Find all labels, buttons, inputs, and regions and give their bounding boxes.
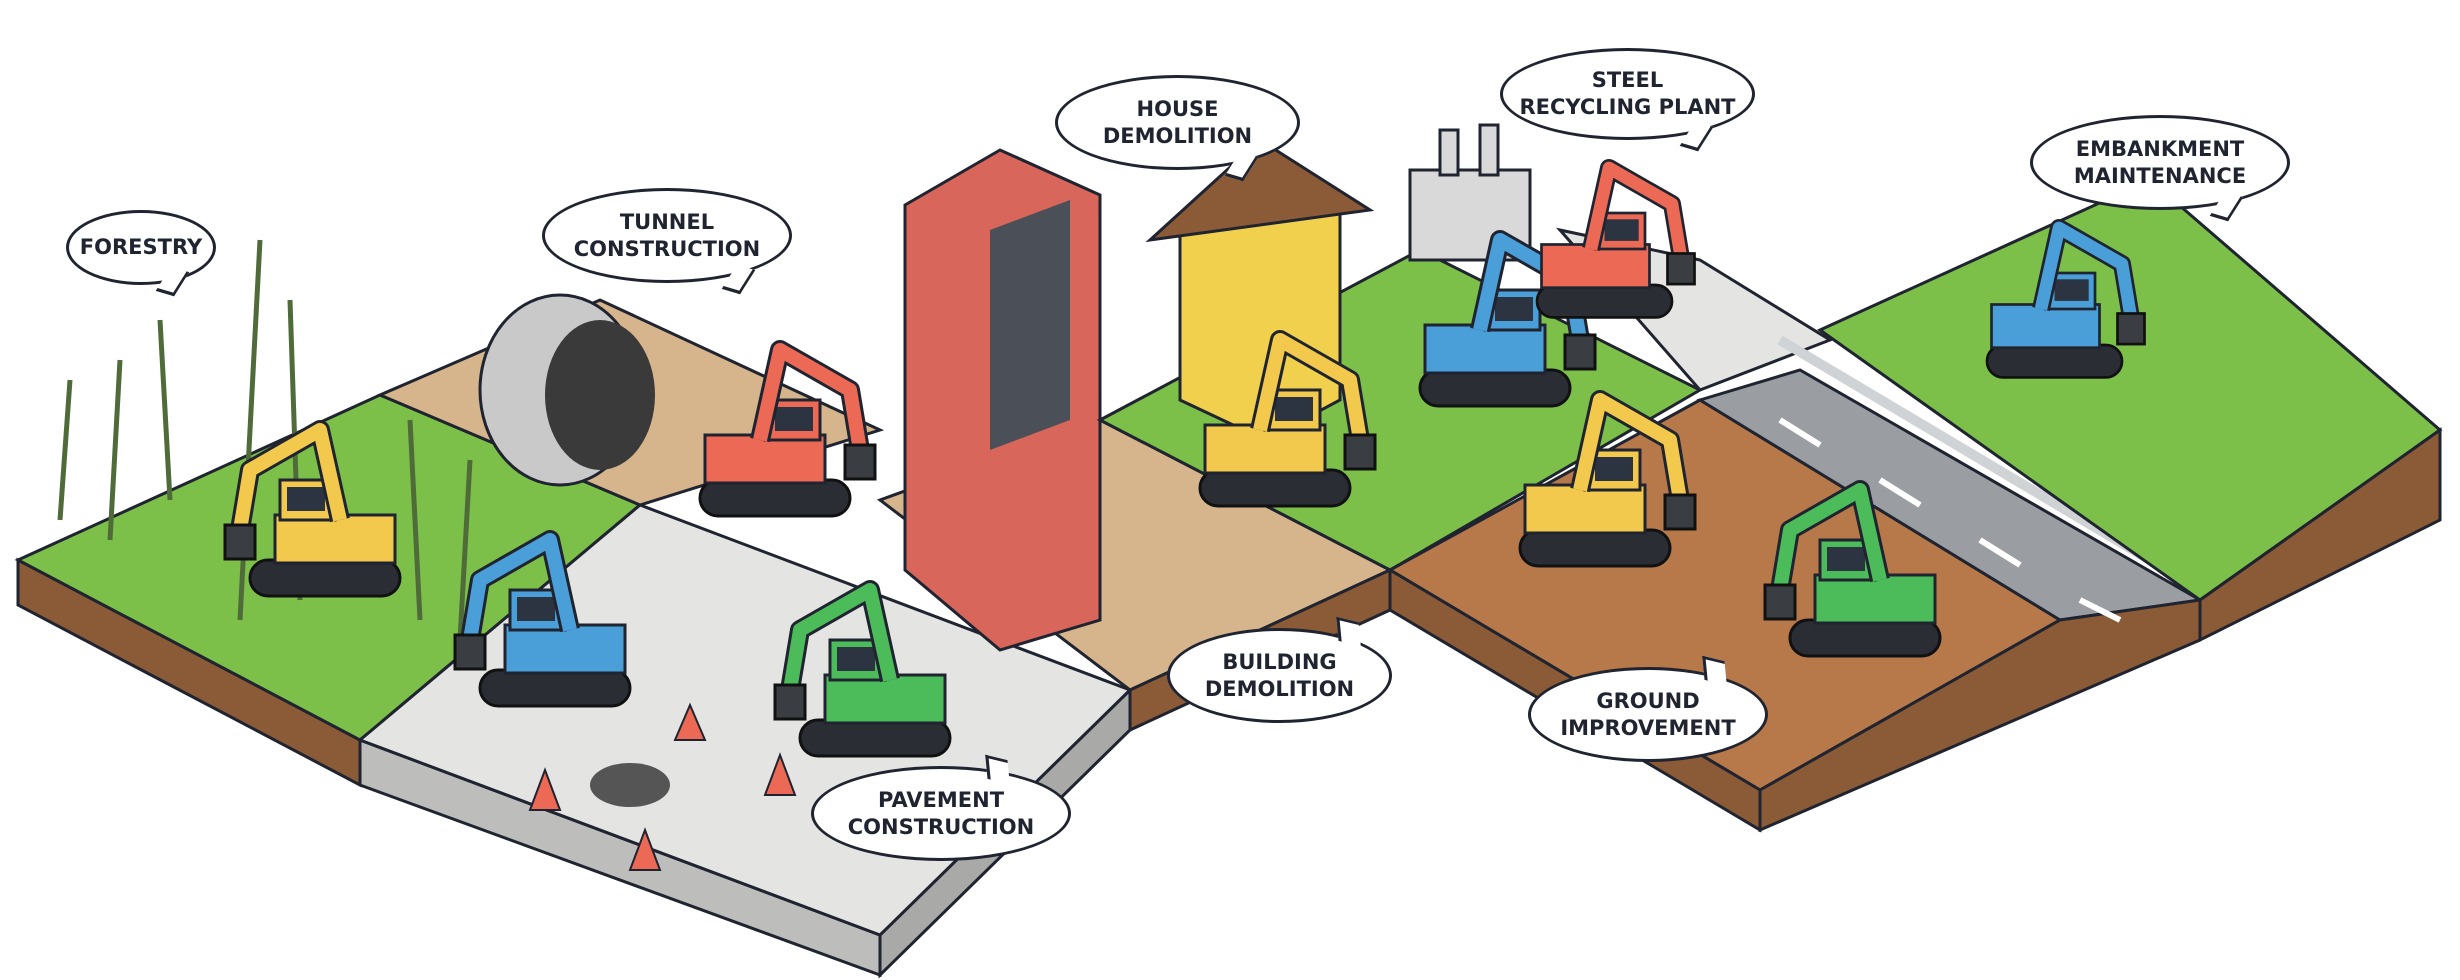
label-steel-recycling-plant: STEEL RECYCLING PLANT [1500,48,1755,152]
label-tunnel-construction: TUNNEL CONSTRUCTION [542,188,792,295]
label-forestry: FORESTRY [66,210,216,297]
label-building-demolition: BUILDING DEMOLITION [1167,616,1392,723]
excavator-steel-recycling [1537,168,1695,317]
traffic-cone-icon [528,702,797,871]
road [1696,335,2205,833]
label-pavement-construction: PAVEMENT CONSTRUCTION [811,754,1071,861]
label-embankment-maintenance: EMBANKMENT MAINTENANCE [2030,115,2290,222]
label-house-demolition: HOUSE DEMOLITION [1055,75,1300,182]
label-ground-improvement: GROUND IMPROVEMENT [1528,655,1768,762]
embankment-area [1817,178,2443,643]
pothole [590,763,670,807]
guardrail [1777,335,2153,565]
